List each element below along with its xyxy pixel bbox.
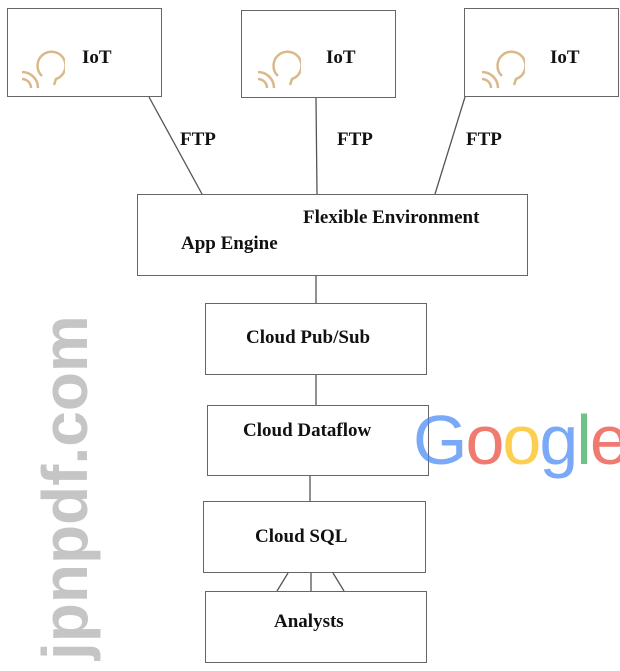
- analysts-label: Analysts: [274, 611, 344, 632]
- google-logo: Google: [413, 401, 620, 479]
- line-sql-analysts-1: [276, 572, 289, 592]
- ftp-label: FTP: [180, 129, 216, 150]
- ftp-line-2: [315, 97, 318, 195]
- iot-icon: [257, 50, 301, 89]
- iot-node-3: [464, 8, 619, 97]
- iot-icon: [481, 50, 525, 89]
- dataflow-box: [207, 405, 429, 476]
- ftp-label: FTP: [466, 129, 502, 150]
- app-engine-subtitle: Flexible Environment: [303, 207, 480, 228]
- iot-label: IoT: [326, 47, 356, 68]
- iot-label: IoT: [550, 47, 580, 68]
- pubsub-label: Cloud Pub/Sub: [246, 327, 371, 348]
- cloud-sql-box: [203, 501, 426, 573]
- ftp-line-1: [148, 96, 203, 195]
- cloud-sql-label: Cloud SQL: [255, 526, 348, 547]
- iot-node-1: [7, 8, 162, 97]
- iot-node-2: [241, 10, 396, 98]
- app-engine-box: [137, 194, 528, 276]
- ftp-line-3: [434, 96, 466, 195]
- iot-label: IoT: [82, 47, 112, 68]
- watermark-text: jpnpdf.com: [29, 315, 101, 660]
- pubsub-box: [205, 303, 427, 375]
- analysts-box: [205, 591, 427, 663]
- ftp-label: FTP: [337, 129, 373, 150]
- line-sql-analysts-3: [332, 572, 345, 592]
- app-engine-title: App Engine: [181, 233, 278, 254]
- dataflow-label: Cloud Dataflow: [243, 420, 372, 441]
- iot-icon: [21, 50, 65, 89]
